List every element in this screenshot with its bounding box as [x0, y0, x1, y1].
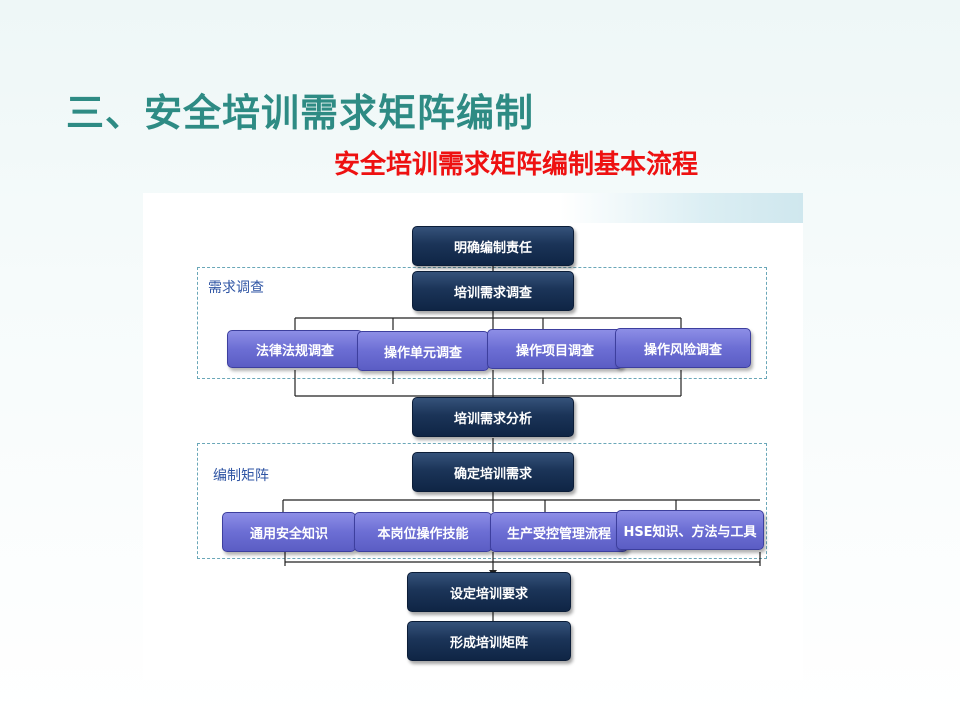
- survey-item-laws: 法律法规调查: [227, 330, 363, 368]
- step-needs-analysis: 培训需求分析: [412, 397, 574, 437]
- survey-group-label: 需求调查: [208, 280, 264, 296]
- step-needs-survey: 培训需求调查: [412, 271, 574, 311]
- flowchart-title: 安全培训需求矩阵编制基本流程: [334, 150, 699, 180]
- step-form-matrix: 形成培训矩阵: [407, 621, 571, 661]
- survey-item-operation-project: 操作项目调查: [487, 329, 623, 369]
- step-set-requirements: 设定培训要求: [407, 572, 571, 612]
- panel-decoration: [560, 193, 803, 223]
- matrix-group-frame: [197, 443, 767, 559]
- matrix-item-job-skills: 本岗位操作技能: [354, 512, 492, 552]
- step-clarify-responsibility: 明确编制责任: [412, 226, 574, 266]
- step-determine-needs: 确定培训需求: [412, 452, 574, 492]
- matrix-item-general-safety: 通用安全知识: [222, 512, 356, 552]
- matrix-item-hse-tools: HSE知识、方法与工具: [616, 510, 764, 550]
- survey-item-operation-unit: 操作单元调查: [357, 331, 489, 371]
- slide-title: 三、安全培训需求矩阵编制: [66, 91, 535, 135]
- survey-item-operation-risk: 操作风险调查: [615, 328, 751, 368]
- matrix-group-label: 编制矩阵: [213, 468, 269, 484]
- matrix-item-controlled-process: 生产受控管理流程: [490, 512, 628, 552]
- survey-group-frame: [197, 267, 767, 379]
